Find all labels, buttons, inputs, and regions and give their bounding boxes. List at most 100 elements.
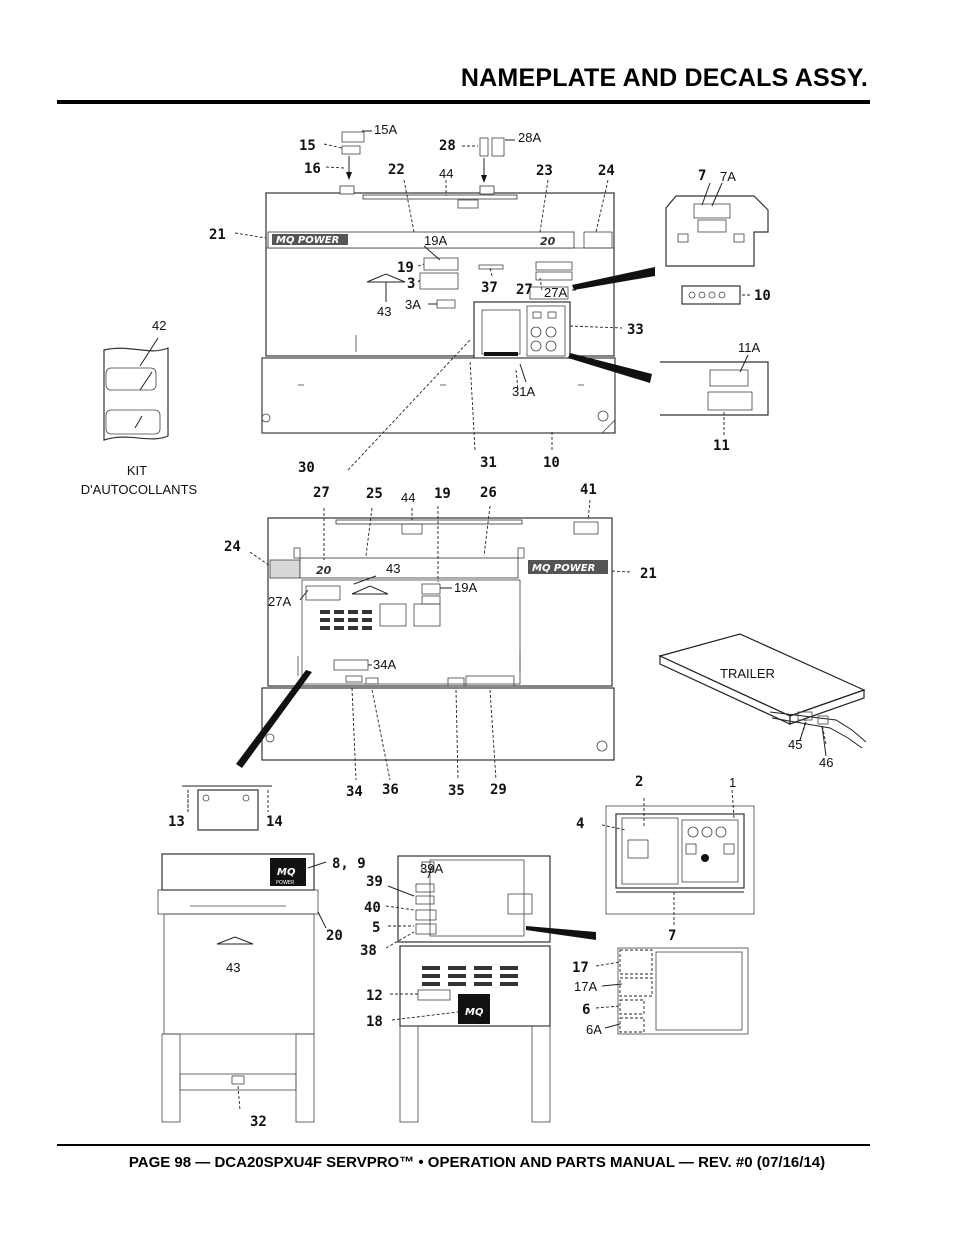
callout-24-mid: 24: [224, 539, 241, 555]
callout-34A: 34A: [373, 657, 396, 672]
trailer: [658, 633, 867, 749]
footer-rule: [57, 1144, 870, 1146]
mq-power-decal-2-text: MQ POWER: [532, 563, 595, 574]
callout-12: 12: [366, 988, 383, 1004]
leader-lines: [187, 130, 827, 1029]
kit-label-line2: D'AUTOCOLLANTS: [81, 482, 198, 497]
callout-7-bottom: 7: [668, 928, 676, 944]
callout-27-mid: 27: [313, 485, 330, 501]
callout-10-right: 10: [754, 288, 771, 304]
mq-logo-text: MQ: [277, 867, 296, 878]
mq-power-decal: [272, 234, 348, 245]
callout-44-top: 44: [439, 166, 453, 181]
model-badge-2: 20: [316, 564, 332, 577]
header-rule: [57, 100, 870, 104]
battery: [182, 785, 272, 831]
mq-logo-sub: POWER: [276, 880, 295, 886]
mq-logo-decal-2: [458, 994, 490, 1024]
callout-27-top: 27: [516, 282, 533, 298]
callout-27A-top: 27A: [544, 285, 567, 300]
callout-7A: 7A: [720, 169, 736, 184]
callout-5: 5: [372, 920, 380, 936]
mq-logo-text-2: MQ: [465, 1007, 484, 1018]
callout-11: 11: [713, 438, 730, 454]
part-7-housing: [665, 195, 769, 267]
callout-34: 34: [346, 784, 363, 800]
battery-panel: [617, 947, 749, 1035]
callout-17: 17: [572, 960, 589, 976]
callout-40: 40: [364, 900, 381, 916]
generator-rear-view: MQ POWER: [157, 853, 319, 1123]
control-panel: [605, 805, 755, 926]
callout-43-rear: 43: [226, 960, 240, 975]
callout-31: 31: [480, 455, 497, 471]
callout-13: 13: [168, 814, 185, 830]
callout-21-top: 21: [209, 227, 226, 243]
callout-17A: 17A: [574, 979, 597, 994]
callout-23: 23: [536, 163, 553, 179]
callout-1: 1: [729, 775, 736, 790]
callout-21-mid: 21: [640, 566, 657, 582]
callout-19-top: 19: [397, 260, 414, 276]
callout-27A-mid: 27A: [268, 594, 291, 609]
callout-labels: 15A 15 16 28 28A 22 44 23 24 21 19A 19 3…: [81, 122, 834, 1130]
kit-label-line1: KIT: [127, 463, 147, 478]
callout-7-top: 7: [698, 168, 706, 184]
callout-22: 22: [388, 162, 405, 178]
mq-power-decal-2: [528, 560, 608, 574]
callout-25: 25: [366, 486, 383, 502]
page-footer: PAGE 98 — DCA20SPXU4F SERVPRO™ • OPERATI…: [128, 1154, 826, 1171]
callout-31A: 31A: [512, 384, 535, 399]
callout-18: 18: [366, 1014, 383, 1030]
parts-15-16: [341, 131, 505, 183]
part-11-panel: [660, 361, 769, 416]
callout-20: 20: [326, 928, 343, 944]
generator-middle-view: 20 MQ POWER: [261, 517, 615, 761]
mq-power-decal-text: MQ POWER: [276, 235, 339, 246]
callout-44-mid: 44: [401, 490, 415, 505]
callout-2: 2: [635, 774, 643, 790]
callout-19-mid: 19: [434, 486, 451, 502]
callout-28: 28: [439, 138, 456, 154]
callout-35: 35: [448, 783, 465, 799]
callout-46: 46: [819, 755, 833, 770]
callout-3: 3: [407, 276, 415, 292]
callout-19A-top: 19A: [424, 233, 447, 248]
callout-28A: 28A: [518, 130, 541, 145]
trailer-label: TRAILER: [720, 666, 775, 681]
mq-logo-decal: [270, 858, 306, 886]
callout-43-mid: 43: [386, 561, 400, 576]
part-10-strip: [681, 285, 741, 305]
callout-45: 45: [788, 737, 802, 752]
callout-26: 26: [480, 485, 497, 501]
callout-24-top: 24: [598, 163, 615, 179]
callout-43-top: 43: [377, 304, 391, 319]
generator-top-view: MQ POWER 20: [261, 185, 616, 434]
callout-38: 38: [360, 943, 377, 959]
callout-39: 39: [366, 874, 383, 890]
callout-29: 29: [490, 782, 507, 798]
callout-15: 15: [299, 138, 316, 154]
callout-42: 42: [152, 318, 166, 333]
callout-11A: 11A: [738, 340, 760, 355]
callout-4: 4: [576, 816, 584, 832]
callout-32: 32: [250, 1114, 267, 1130]
callout-37: 37: [481, 280, 498, 296]
callout-19A-mid: 19A: [454, 580, 477, 595]
callout-36: 36: [382, 782, 399, 798]
callout-15A: 15A: [374, 122, 397, 137]
generator-front-view: MQ: [397, 855, 596, 1123]
callout-14: 14: [266, 814, 283, 830]
callout-33: 33: [627, 322, 644, 338]
callout-6A: 6A: [586, 1022, 602, 1037]
page-title: NAMEPLATE AND DECALS ASSY.: [460, 64, 868, 92]
callout-39A: 39A: [420, 861, 443, 876]
callout-16: 16: [304, 161, 321, 177]
callout-8-9: 8, 9: [332, 856, 366, 872]
callout-30: 30: [298, 460, 315, 476]
model-badge: 20: [540, 235, 556, 248]
callout-10-bottom: 10: [543, 455, 560, 471]
callout-41: 41: [580, 482, 597, 498]
